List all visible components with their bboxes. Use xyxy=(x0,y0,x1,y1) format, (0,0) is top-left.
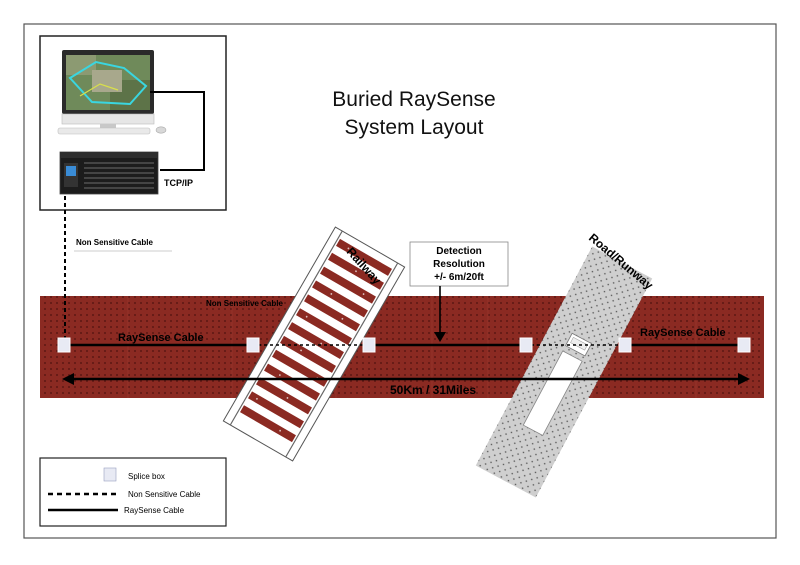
splice-box xyxy=(362,337,376,353)
diagram-title-line1: Buried RaySense xyxy=(332,88,495,111)
splice-boxes xyxy=(57,337,751,353)
raysense-cable-label-right: RaySense Cable xyxy=(640,327,726,339)
non-sensitive-cable-label-left: Non Sensitive Cable xyxy=(76,238,153,247)
vehicle-icon xyxy=(522,332,593,436)
splice-box xyxy=(246,337,260,353)
controller-icon xyxy=(59,151,159,195)
legend-splice-box-label: Splice box xyxy=(128,472,165,481)
arrow-down-icon xyxy=(434,332,446,342)
railway-crossing xyxy=(222,226,406,462)
legend: Splice box Non Sensitive Cable RaySense … xyxy=(39,457,227,527)
splice-box xyxy=(57,337,71,353)
raysense-cable-label-left: RaySense Cable xyxy=(118,332,204,344)
control-room-box: TCP/IP xyxy=(39,35,227,211)
legend-non-sensitive-label: Non Sensitive Cable xyxy=(128,490,201,499)
detection-line1: Detection xyxy=(436,246,482,257)
arrow-left-icon xyxy=(62,373,74,385)
legend-raysense-label: RaySense Cable xyxy=(124,506,185,515)
detection-resolution-callout: Detection Resolution +/- 6m/20ft xyxy=(409,241,509,342)
detection-line2: Resolution xyxy=(433,259,485,270)
non-sensitive-cable-label-band: Non Sensitive Cable xyxy=(206,299,283,308)
arrow-right-icon xyxy=(738,373,750,385)
distance-label: 50Km / 31Miles xyxy=(390,383,476,397)
legend-splice-box-swatch xyxy=(103,467,117,482)
splice-box xyxy=(519,337,533,353)
tcpip-link xyxy=(150,91,205,171)
diagram-title-line2: System Layout xyxy=(345,116,484,139)
splice-box xyxy=(737,337,751,353)
splice-box xyxy=(618,337,632,353)
road-runway-crossing xyxy=(475,246,653,498)
distance-arrow xyxy=(62,373,750,385)
detection-line3: +/- 6m/20ft xyxy=(434,272,484,283)
buried-zone-band xyxy=(40,296,764,398)
computer-icon xyxy=(57,50,167,135)
tcpip-label: TCP/IP xyxy=(164,178,193,188)
